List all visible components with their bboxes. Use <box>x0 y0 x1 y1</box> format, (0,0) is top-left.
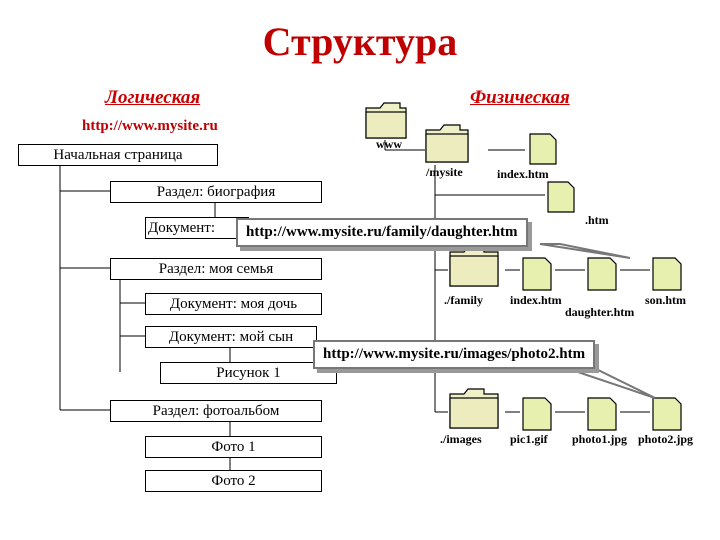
start-page-box: Начальная страница <box>18 144 218 166</box>
logical-heading: Логическая <box>105 87 201 108</box>
file-icon-daughter <box>587 257 617 291</box>
index-root-label: index.htm <box>497 167 549 181</box>
section-family-box: Раздел: моя семья <box>110 258 322 280</box>
file-icon-photo2 <box>652 397 682 431</box>
file-icon-bio <box>547 181 575 213</box>
section-bio-box: Раздел: биография <box>110 181 322 203</box>
callout-pointers <box>539 243 656 399</box>
file-icon-index-family <box>522 257 552 291</box>
file-icon-photo1 <box>587 397 617 431</box>
index-family-label: index.htm <box>510 293 562 307</box>
root-folder-label: www <box>376 137 402 151</box>
pic1-file-label: pic1.gif <box>510 432 548 446</box>
folder-icon-www <box>365 102 407 139</box>
doc-daughter-box: Документ: моя дочь <box>145 293 322 315</box>
photo1-box: Фото 1 <box>145 436 322 458</box>
photo1-file-label: photo1.jpg <box>572 432 628 446</box>
file-icon-pic1 <box>522 397 552 431</box>
callout-photo-url: http://www.mysite.ru/images/photo2.htm <box>313 340 596 369</box>
folder-icon-family <box>449 246 499 287</box>
son-file-label: son.htm <box>645 293 687 307</box>
doc-bio-box: Документ: <box>145 217 249 239</box>
family-folder-label: ./family <box>444 293 483 307</box>
photo2-file-label: photo2.jpg <box>638 432 694 446</box>
logical-tree-lines <box>59 164 231 470</box>
file-icon-index-root <box>529 133 557 165</box>
callout-daughter-url: http://www.mysite.ru/family/daughter.htm <box>236 218 528 247</box>
folder-icon-mysite <box>425 124 469 163</box>
site-url: http://www.mysite.ru <box>82 118 218 134</box>
picture-box: Рисунок 1 <box>160 362 337 384</box>
physical-tree-lines <box>384 140 650 413</box>
images-folder-label: ./images <box>440 432 482 446</box>
section-album-box: Раздел: фотоальбом <box>110 400 322 422</box>
folder-icon-images <box>449 388 499 429</box>
daughter-file-label: daughter.htm <box>565 305 635 319</box>
doc-son-box: Документ: мой сын <box>145 326 317 348</box>
file-icon-son <box>652 257 682 291</box>
index-bio-fragment-label: .htm <box>585 213 609 227</box>
physical-heading: Физическая <box>470 87 570 108</box>
mysite-folder-label: /mysite <box>426 165 463 179</box>
photo2-box: Фото 2 <box>145 470 322 492</box>
page-title: Структура <box>262 19 458 64</box>
